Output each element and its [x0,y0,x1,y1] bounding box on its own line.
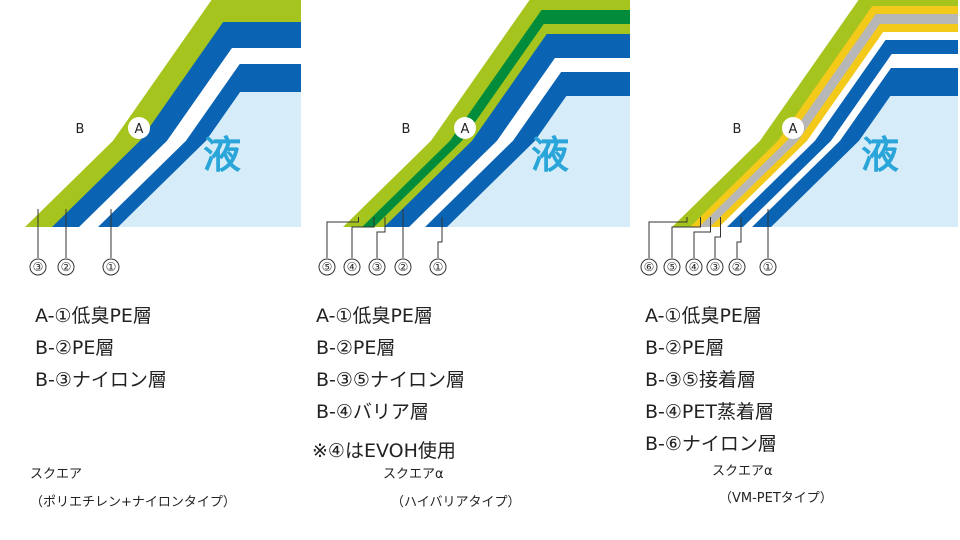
caption-subtitle: （ポリエチレン+ナイロンタイプ） [30,495,236,510]
marker-circle [706,258,724,276]
badge-b-letter: B [402,122,411,137]
marker-circle [368,258,386,276]
legend-a1: A-①低臭PE層 [35,305,152,327]
layer-markers: ③ ② ① [29,209,120,276]
badge-b-letter: B [733,122,742,137]
marker-number: ⑤ [667,260,678,274]
liquid-region [447,96,630,227]
legend-note: ※④はEVOH使用 [312,440,456,462]
liquid-label: 液 [203,133,241,177]
caption-title: スクエアα [712,464,773,479]
legend-b2: B-②PE層 [316,337,396,359]
liquid-region [771,96,958,227]
liquid-region [118,92,301,227]
legend-b2: B-②PE層 [35,337,115,359]
marker-circle [394,258,412,276]
marker-circle [318,258,336,276]
legend-b2: B-②PE層 [645,337,725,359]
badge-a-circle [454,117,476,139]
badge-a-letter: A [135,122,144,137]
badge-a-letter: A [789,122,798,137]
marker-circle [429,258,447,276]
marker-number: ③ [372,260,383,274]
leader-line [376,217,386,258]
marker-circle [57,258,75,276]
legend-a1: A-①低臭PE層 [645,305,762,327]
badge-b-circle [726,117,748,139]
marker-number: ③ [33,260,44,274]
leader-line [437,217,443,258]
marker-number: ⑤ [322,260,333,274]
badge-b-circle [69,117,91,139]
marker-number: ① [106,260,117,274]
badge-b-letter: B [76,122,85,137]
marker-circle [728,258,746,276]
caption-subtitle: （VM-PETタイプ） [719,491,833,506]
marker-number: ⑥ [644,260,655,274]
marker-number: ② [732,260,743,274]
liquid-label: 液 [531,133,569,177]
leader-line [326,217,359,258]
legend-b35: B-③⑤ナイロン層 [316,369,465,391]
leader-line [351,217,375,258]
badge-a-circle [128,117,150,139]
marker-number: ① [763,260,774,274]
marker-number: ④ [347,260,358,274]
marker-number: ④ [689,260,700,274]
caption-title: スクエアα [383,467,444,482]
legend-b3: B-③ナイロン層 [35,369,167,391]
leader-line [693,217,711,258]
marker-circle [759,258,777,276]
badge-b-circle [395,117,417,139]
legend-b4: B-④PET蒸着層 [645,401,774,423]
leader-line [736,217,742,258]
marker-number: ② [398,260,409,274]
legend-b4: B-④バリア層 [316,401,429,423]
marker-circle [343,258,361,276]
legend-b35: B-③⑤接着層 [645,369,756,391]
marker-circle [663,258,681,276]
marker-circle [640,258,658,276]
badge-a-letter: A [461,122,470,137]
marker-number: ② [61,260,72,274]
marker-number: ③ [710,260,721,274]
caption-title: スクエア [30,467,83,482]
marker-circle [102,258,120,276]
marker-circle [29,258,47,276]
marker-number: ① [433,260,444,274]
leader-line [648,217,688,258]
badge-a-circle [782,117,804,139]
marker-circle [685,258,703,276]
leader-line [671,217,701,258]
liquid-label: 液 [861,133,899,177]
legend-a1: A-①低臭PE層 [316,305,433,327]
legend-b6: B-⑥ナイロン層 [645,433,777,455]
caption-subtitle: （ハイバリアタイプ） [391,495,521,510]
leader-line [714,217,721,258]
